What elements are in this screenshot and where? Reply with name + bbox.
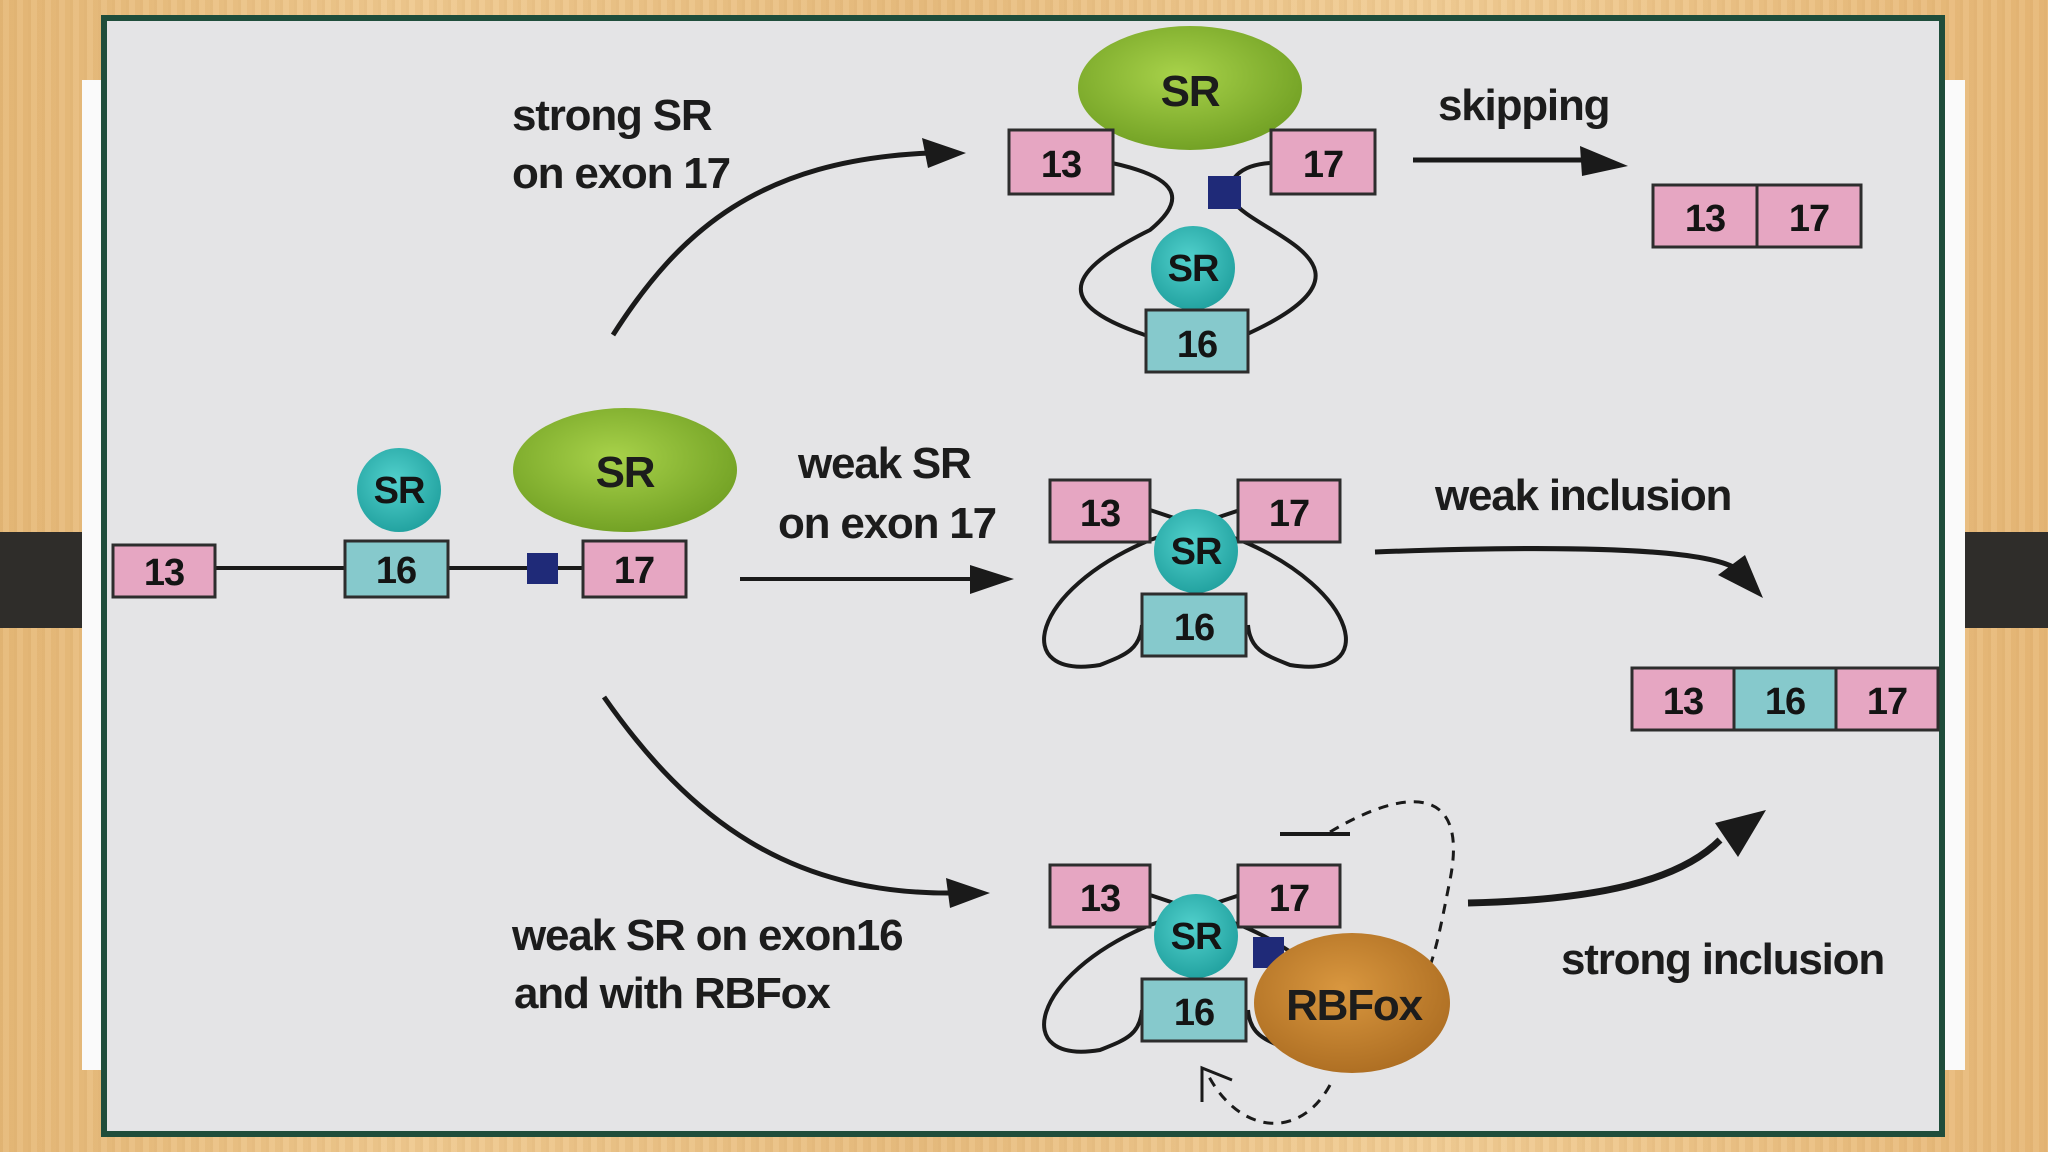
sr-protein-large xyxy=(1078,26,1302,150)
intron-loop xyxy=(1042,923,1151,1054)
complex-weak-inclusion: 13 17 SR 16 xyxy=(1042,478,1348,669)
arrow-to-strong-sr xyxy=(610,150,931,337)
dashed-arrowhead xyxy=(1200,1065,1233,1102)
svg-text:SR: SR xyxy=(1168,248,1219,290)
exon-17 xyxy=(1755,183,1863,249)
svg-text:16: 16 xyxy=(1174,992,1214,1034)
label-weak-sr-exon16: weak SR on exon16 xyxy=(511,911,902,960)
svg-text:13: 13 xyxy=(1080,878,1120,920)
svg-text:16: 16 xyxy=(1174,607,1214,649)
svg-text:16: 16 xyxy=(1177,324,1217,366)
svg-text:SR: SR xyxy=(596,448,655,497)
exon-label: 13 xyxy=(144,552,184,594)
splice-site-marker xyxy=(1208,176,1241,209)
exon-label: 16 xyxy=(376,550,416,592)
exon-17 xyxy=(1834,666,1940,732)
label-strong-inclusion: strong inclusion xyxy=(1561,935,1884,984)
svg-text:17: 17 xyxy=(1867,681,1907,723)
intron-loop xyxy=(1078,161,1175,337)
svg-text:17: 17 xyxy=(1303,144,1343,186)
exon-16: 16 xyxy=(343,539,450,599)
sr-protein-small xyxy=(1154,894,1238,978)
svg-text:13: 13 xyxy=(1685,198,1725,240)
exon-label: 17 xyxy=(614,550,654,592)
svg-text:SR: SR xyxy=(374,470,425,512)
exon-16 xyxy=(1140,977,1248,1043)
svg-text:17: 17 xyxy=(1269,493,1309,535)
arrowhead xyxy=(922,138,966,168)
exon-13 xyxy=(1048,478,1152,544)
sr-protein-small: SR xyxy=(357,448,441,532)
complex-strong-inclusion: 13 17 SR 16 RBFox xyxy=(1042,800,1455,1125)
product-skipped: 13 17 xyxy=(1651,183,1863,249)
arrowhead xyxy=(946,878,990,908)
exon-17: 17 xyxy=(581,539,688,599)
pre-mrna: 13 16 17 SR SR xyxy=(111,408,737,599)
label-on-exon-17: on exon 17 xyxy=(512,149,730,198)
exon-16 xyxy=(1140,592,1248,658)
label-strong-sr: strong SR xyxy=(512,91,712,140)
svg-text:RBFox: RBFox xyxy=(1286,981,1424,1030)
sr-protein-small xyxy=(1151,226,1235,310)
label-weak-sr: weak SR xyxy=(797,439,971,488)
svg-text:17: 17 xyxy=(1789,198,1829,240)
exon-13 xyxy=(1651,183,1759,249)
svg-text:SR: SR xyxy=(1171,916,1222,958)
intron-loop xyxy=(1239,538,1348,669)
svg-text:13: 13 xyxy=(1663,681,1703,723)
arrow-strong-inclusion xyxy=(1467,837,1723,907)
label-with-rbfox: and with RBFox xyxy=(514,969,831,1018)
arrowhead xyxy=(1718,555,1763,598)
svg-text:16: 16 xyxy=(1765,681,1805,723)
svg-text:13: 13 xyxy=(1041,144,1081,186)
rbfox-protein xyxy=(1254,933,1450,1073)
label-on-exon-17: on exon 17 xyxy=(778,499,996,548)
exon-13: 13 xyxy=(111,543,217,599)
exon-13 xyxy=(1048,863,1152,929)
label-weak-inclusion: weak inclusion xyxy=(1434,471,1731,520)
exon-16 xyxy=(1732,666,1838,732)
svg-text:SR: SR xyxy=(1171,531,1222,573)
sr-protein-small xyxy=(1154,509,1238,593)
exon-17 xyxy=(1236,863,1342,929)
arrow-to-rbfox xyxy=(601,695,956,896)
exon-13 xyxy=(1007,128,1115,196)
label-skipping: skipping xyxy=(1438,81,1609,130)
product-included: 13 16 17 xyxy=(1630,666,1940,732)
exon-16 xyxy=(1144,308,1250,374)
intron-loop xyxy=(1042,538,1151,669)
rbfox-dashed-path xyxy=(1329,800,1455,991)
arrowhead xyxy=(1580,146,1628,176)
complex-skipping: SR 13 17 SR 16 xyxy=(1007,26,1377,374)
svg-text:13: 13 xyxy=(1080,493,1120,535)
exon-17 xyxy=(1236,478,1342,544)
splice-site-marker xyxy=(527,553,558,584)
arrowhead xyxy=(970,565,1014,594)
rbfox-dashed-path xyxy=(1206,1074,1332,1125)
sr-protein-large: SR xyxy=(513,408,737,532)
exon-13 xyxy=(1630,666,1736,732)
arrow-weak-inclusion xyxy=(1374,546,1737,571)
svg-text:SR: SR xyxy=(1161,67,1220,116)
arrowhead xyxy=(1715,810,1766,857)
exon-17 xyxy=(1269,128,1377,196)
svg-text:17: 17 xyxy=(1269,878,1309,920)
intron-loop xyxy=(1228,161,1318,337)
